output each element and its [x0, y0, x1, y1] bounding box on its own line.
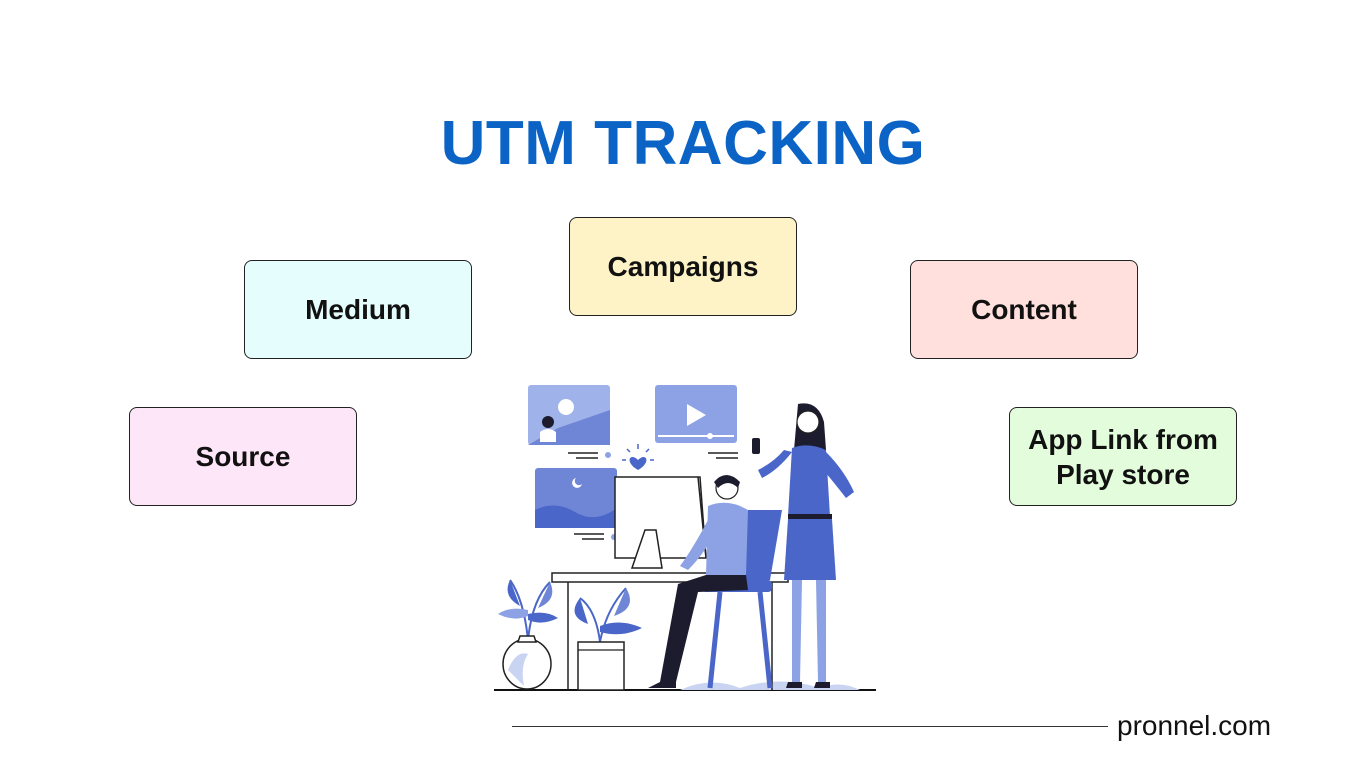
app-link-label: App Link from Play store [1028, 423, 1218, 490]
pot-plant-icon [574, 587, 642, 691]
medium-card: Medium [244, 260, 472, 359]
campaigns-card: Campaigns [569, 217, 797, 316]
heart-icon [622, 444, 654, 470]
photo-card-icon [528, 385, 610, 445]
page-title: UTM TRACKING [440, 109, 926, 178]
computer-monitor-icon [614, 476, 707, 569]
video-player-icon [655, 385, 737, 443]
content-card: Content [910, 260, 1138, 359]
seated-man-figure [648, 475, 748, 688]
content-label: Content [971, 294, 1077, 325]
footer-website-link[interactable]: pronnel.com [1117, 710, 1272, 741]
footer-divider [512, 726, 1108, 727]
standing-woman-figure [752, 403, 854, 688]
desk [551, 572, 789, 690]
medium-label: Medium [305, 294, 411, 325]
campaigns-label: Campaigns [607, 251, 759, 282]
vase-plant-icon [498, 579, 558, 690]
marketing-team-illustration [494, 385, 876, 691]
source-label: Source [195, 441, 291, 472]
source-card: Source [129, 407, 357, 506]
app-link-card: App Link from Play store [1009, 407, 1237, 506]
night-landscape-icon [535, 468, 617, 528]
